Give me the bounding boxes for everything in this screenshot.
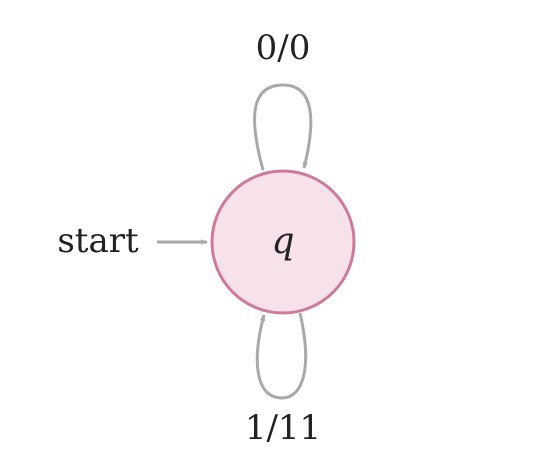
state-q-label: q — [271, 221, 294, 262]
loop-top-label: 0/0 — [256, 28, 311, 68]
self-loop-bottom — [255, 312, 308, 400]
state-q-circle — [210, 169, 356, 315]
loop-bottom-label: 1/11 — [245, 408, 321, 448]
self-loop-top — [253, 83, 313, 171]
start-label: start — [57, 221, 139, 261]
